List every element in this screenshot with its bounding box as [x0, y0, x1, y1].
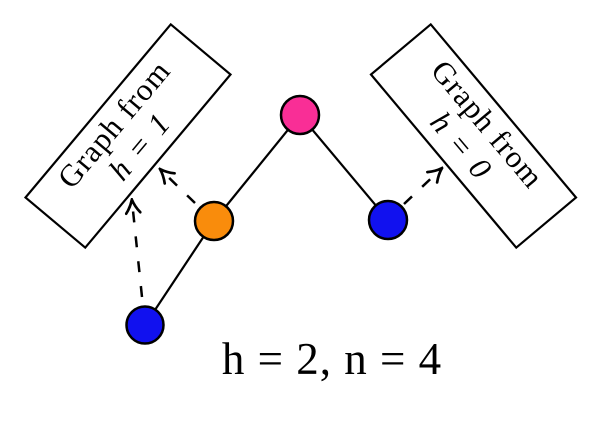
- edge-childleft-root: [213, 114, 301, 222]
- label-box-h0-border: [369, 22, 578, 250]
- node-childleft-orange: [193, 200, 235, 242]
- edge-root-leafright: [299, 114, 389, 221]
- dashed-arrow-leafleft-to-h1-box: [132, 201, 144, 298]
- node-root-pink: [279, 94, 321, 136]
- dashed-arrow-leafright-to-h0-box: [403, 169, 441, 205]
- node-leafleft-blue: [125, 305, 165, 345]
- edge-leafleft-childleft: [144, 220, 215, 326]
- figure-caption: h = 2, n = 4: [222, 334, 442, 384]
- dashed-arrow-childleft-to-h1-box: [161, 170, 196, 204]
- label-box-h1-border: [23, 22, 233, 250]
- node-leafright-blue: [367, 199, 409, 241]
